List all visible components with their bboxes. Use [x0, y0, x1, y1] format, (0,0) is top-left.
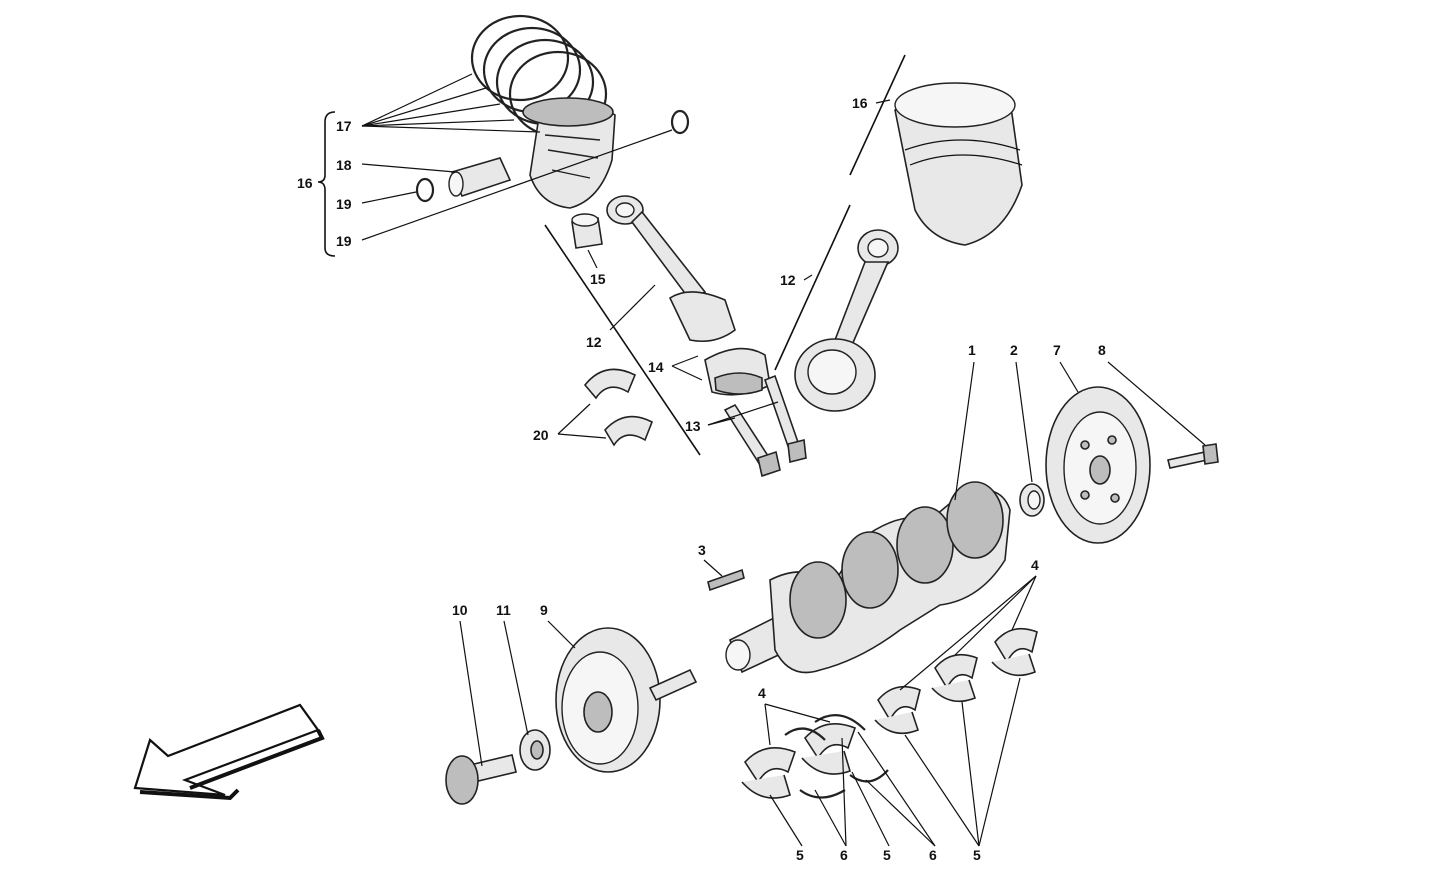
piston-pin	[448, 157, 512, 197]
callout-17: 17	[336, 118, 352, 134]
rod-cap-left	[704, 347, 771, 396]
callout-19-top: 19	[336, 196, 352, 212]
main-bearing-shells	[741, 627, 1038, 799]
callout-8: 8	[1098, 342, 1106, 358]
callout-12-left: 12	[586, 334, 602, 350]
flywheel	[1045, 386, 1151, 544]
brace-16-right	[849, 54, 906, 176]
callout-6-left: 6	[840, 847, 848, 863]
callout-11: 11	[496, 602, 511, 618]
rod-bearing-shells	[583, 368, 654, 447]
small-end-bush	[571, 213, 603, 249]
arrow-front-icon	[133, 703, 325, 801]
callout-4-left: 4	[758, 685, 766, 701]
callout-9: 9	[540, 602, 548, 618]
connecting-rod-left	[606, 195, 736, 343]
piston-right	[894, 82, 1023, 246]
callout-5-right: 5	[973, 847, 981, 863]
circlip-right	[670, 109, 690, 135]
callout-4-right: 4	[1031, 557, 1039, 573]
callout-12-right: 12	[780, 272, 796, 288]
brace-12-right	[774, 204, 851, 371]
callout-18: 18	[336, 157, 352, 173]
callout-15: 15	[590, 271, 606, 287]
callout-2: 2	[1010, 342, 1018, 358]
callout-1: 1	[968, 342, 976, 358]
rod-bolts-left	[723, 374, 807, 478]
connecting-rod-right	[794, 229, 899, 412]
callout-19-bottom: 19	[336, 233, 352, 249]
callout-20: 20	[533, 427, 549, 443]
callout-10: 10	[452, 602, 468, 618]
woodruff-key	[707, 568, 745, 592]
oil-seal	[1019, 483, 1045, 517]
circlip-left	[415, 177, 435, 203]
callout-16: 16	[297, 175, 313, 191]
piston-left	[522, 97, 616, 209]
callout-13: 13	[685, 418, 701, 434]
crankshaft	[725, 481, 1011, 674]
flywheel-bolt	[1167, 443, 1219, 469]
callout-3: 3	[698, 542, 706, 558]
crank-pulley	[555, 627, 698, 773]
pulley-bolt	[445, 754, 517, 805]
callout-6-right: 6	[929, 847, 937, 863]
callout-7: 7	[1053, 342, 1061, 358]
callout-5-left: 5	[796, 847, 804, 863]
callout-16-right: 16	[852, 95, 868, 111]
brace-12-left	[544, 224, 701, 456]
brace-16-left	[317, 111, 336, 257]
callout-5-middle: 5	[883, 847, 891, 863]
callout-14: 14	[648, 359, 664, 375]
pulley-washer	[519, 729, 551, 771]
